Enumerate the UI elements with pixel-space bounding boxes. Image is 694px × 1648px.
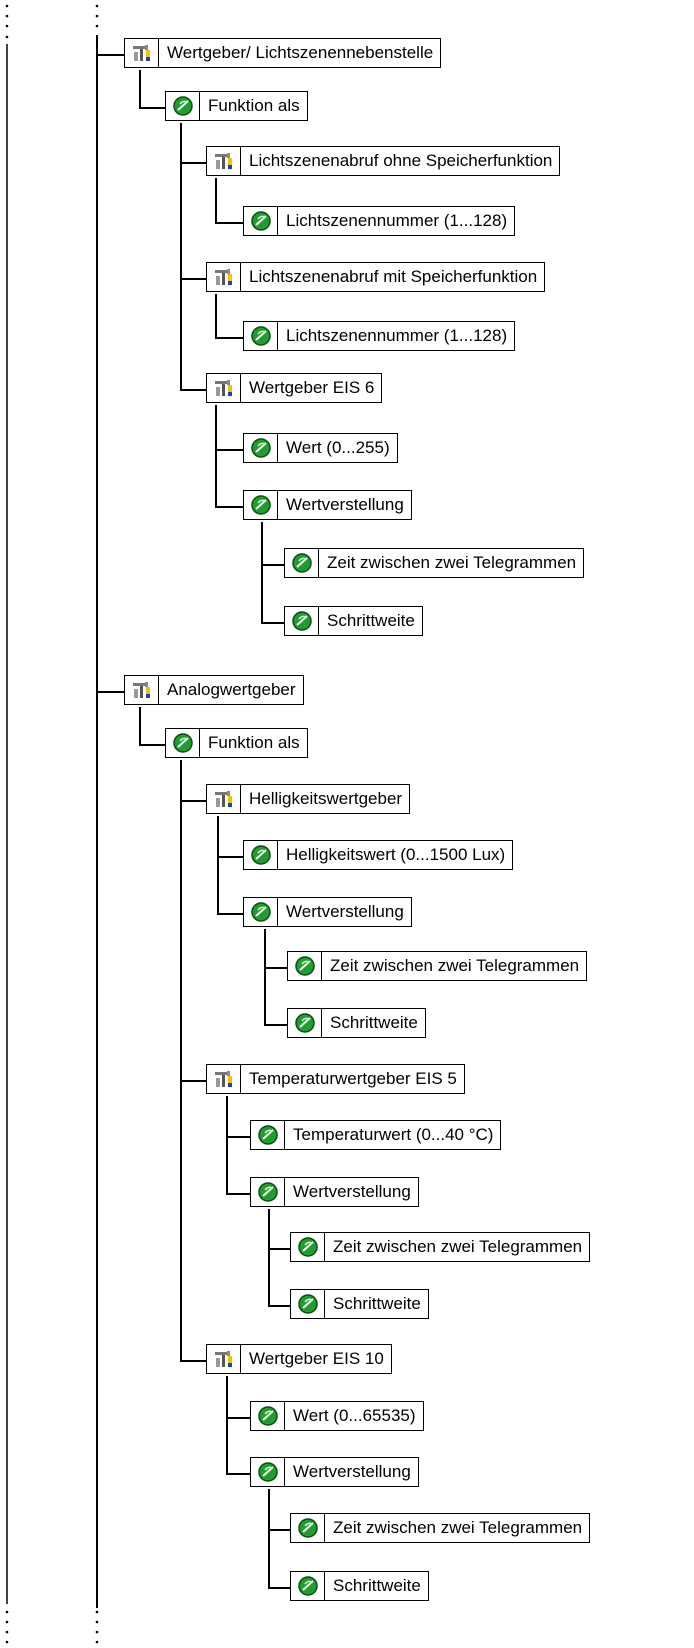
tree-node-label: Analogwertgeber	[167, 680, 296, 699]
tree-node-label: Wertverstellung	[293, 1182, 411, 1201]
tree-node-folder[interactable]: Wertgeber EIS 6	[206, 373, 383, 403]
green-parameter-icon	[244, 841, 278, 869]
tools-folder-icon	[125, 39, 159, 67]
tree-node-folder[interactable]: Temperaturwertgeber EIS 5	[206, 1064, 465, 1094]
green-parameter-icon	[291, 1233, 325, 1261]
green-parameter-icon	[291, 1572, 325, 1600]
tree-node-label: Schrittweite	[333, 1576, 421, 1595]
green-parameter-icon	[291, 1514, 325, 1542]
green-parameter-icon	[285, 607, 319, 635]
tree-node-folder[interactable]: Helligkeitswertgeber	[206, 784, 411, 814]
green-parameter-icon	[285, 549, 319, 577]
tree-node-parameter[interactable]: Schrittweite	[290, 1571, 429, 1601]
tree-node-parameter[interactable]: Wertverstellung	[250, 1457, 419, 1487]
tree-node-parameter[interactable]: Wertverstellung	[243, 490, 412, 520]
tree-node-label: Funktion als	[208, 96, 300, 115]
tree-node-parameter[interactable]: Funktion als	[165, 91, 308, 121]
tree-node-folder[interactable]: Wertgeber EIS 10	[206, 1344, 392, 1374]
green-parameter-icon	[291, 1290, 325, 1318]
tools-folder-icon	[207, 785, 241, 813]
tree-node-label: Zeit zwischen zwei Telegrammen	[333, 1237, 583, 1256]
green-parameter-icon	[288, 1009, 322, 1037]
tree-node-parameter[interactable]: Temperaturwert (0...40 °C)	[250, 1120, 502, 1150]
tree-node-label: Temperaturwertgeber EIS 5	[249, 1069, 457, 1088]
tree-node-folder[interactable]: Lichtszenenabruf ohne Speicherfunktion	[206, 146, 561, 176]
tree-node-label: Schrittweite	[330, 1013, 418, 1032]
green-parameter-icon	[251, 1402, 285, 1430]
green-parameter-icon	[244, 898, 278, 926]
tree-node-label: Wert (0...255)	[286, 438, 390, 457]
green-parameter-icon	[244, 322, 278, 350]
tree-node-folder[interactable]: Lichtszenenabruf mit Speicherfunktion	[206, 262, 546, 292]
tree-node-parameter[interactable]: Schrittweite	[284, 606, 423, 636]
tree-node-parameter[interactable]: Helligkeitswert (0...1500 Lux)	[243, 840, 514, 870]
green-parameter-icon	[288, 952, 322, 980]
tree-node-label: Helligkeitswert (0...1500 Lux)	[286, 845, 506, 864]
tree-node-label: Schrittweite	[327, 611, 415, 630]
tree-node-label: Wertverstellung	[293, 1462, 411, 1481]
tree-node-label: Zeit zwischen zwei Telegrammen	[333, 1518, 583, 1537]
tree-node-label: Wert (0...65535)	[293, 1406, 416, 1425]
tree-node-label: Wertgeber/ Lichtszenennebenstelle	[167, 43, 434, 62]
tree-node-parameter[interactable]: Schrittweite	[287, 1008, 426, 1038]
tree-node-parameter[interactable]: Zeit zwischen zwei Telegrammen	[287, 951, 588, 981]
tree-node-label: Funktion als	[208, 733, 300, 752]
tree-node-parameter[interactable]: Zeit zwischen zwei Telegrammen	[290, 1513, 591, 1543]
tree-node-folder[interactable]: Analogwertgeber	[124, 675, 304, 705]
tree-node-label: Lichtszenenabruf mit Speicherfunktion	[249, 267, 538, 286]
green-parameter-icon	[244, 491, 278, 519]
tools-folder-icon	[207, 374, 241, 402]
tree-node-parameter[interactable]: Wertverstellung	[250, 1177, 419, 1207]
tools-folder-icon	[207, 147, 241, 175]
tree-node-parameter[interactable]: Lichtszenennummer (1...128)	[243, 206, 516, 236]
green-parameter-icon	[244, 207, 278, 235]
tree-node-label: Wertverstellung	[286, 902, 404, 921]
tools-folder-icon	[207, 1065, 241, 1093]
tools-folder-icon	[125, 676, 159, 704]
tree-node-parameter[interactable]: Zeit zwischen zwei Telegrammen	[290, 1232, 591, 1262]
tools-folder-icon	[207, 1345, 241, 1373]
tree-node-parameter[interactable]: Lichtszenennummer (1...128)	[243, 321, 516, 351]
green-parameter-icon	[251, 1121, 285, 1149]
tree-node-parameter[interactable]: Wert (0...65535)	[250, 1401, 424, 1431]
green-parameter-icon	[244, 434, 278, 462]
tree-node-label: Lichtszenennummer (1...128)	[286, 326, 508, 345]
tree-node-label: Temperaturwert (0...40 °C)	[293, 1125, 494, 1144]
tree-node-label: Wertverstellung	[286, 495, 404, 514]
tree-node-parameter[interactable]: Wert (0...255)	[243, 433, 398, 463]
tree-node-label: Wertgeber EIS 10	[249, 1349, 384, 1368]
tree-node-label: Zeit zwischen zwei Telegrammen	[330, 956, 580, 975]
green-parameter-icon	[251, 1458, 285, 1486]
tree-node-parameter[interactable]: Wertverstellung	[243, 897, 412, 927]
tree-node-label: Wertgeber EIS 6	[249, 378, 375, 397]
tree-node-parameter[interactable]: Schrittweite	[290, 1289, 429, 1319]
tree-node-label: Lichtszenenabruf ohne Speicherfunktion	[249, 151, 553, 170]
tree-node-parameter[interactable]: Zeit zwischen zwei Telegrammen	[284, 548, 585, 578]
tools-folder-icon	[207, 263, 241, 291]
green-parameter-icon	[166, 92, 200, 120]
tree-node-label: Schrittweite	[333, 1294, 421, 1313]
tree-node-folder[interactable]: Wertgeber/ Lichtszenennebenstelle	[124, 38, 442, 68]
tree-node-label: Zeit zwischen zwei Telegrammen	[327, 553, 577, 572]
green-parameter-icon	[251, 1178, 285, 1206]
tree-node-parameter[interactable]: Funktion als	[165, 728, 308, 758]
tree-node-label: Helligkeitswertgeber	[249, 789, 403, 808]
green-parameter-icon	[166, 729, 200, 757]
tree-node-label: Lichtszenennummer (1...128)	[286, 211, 508, 230]
